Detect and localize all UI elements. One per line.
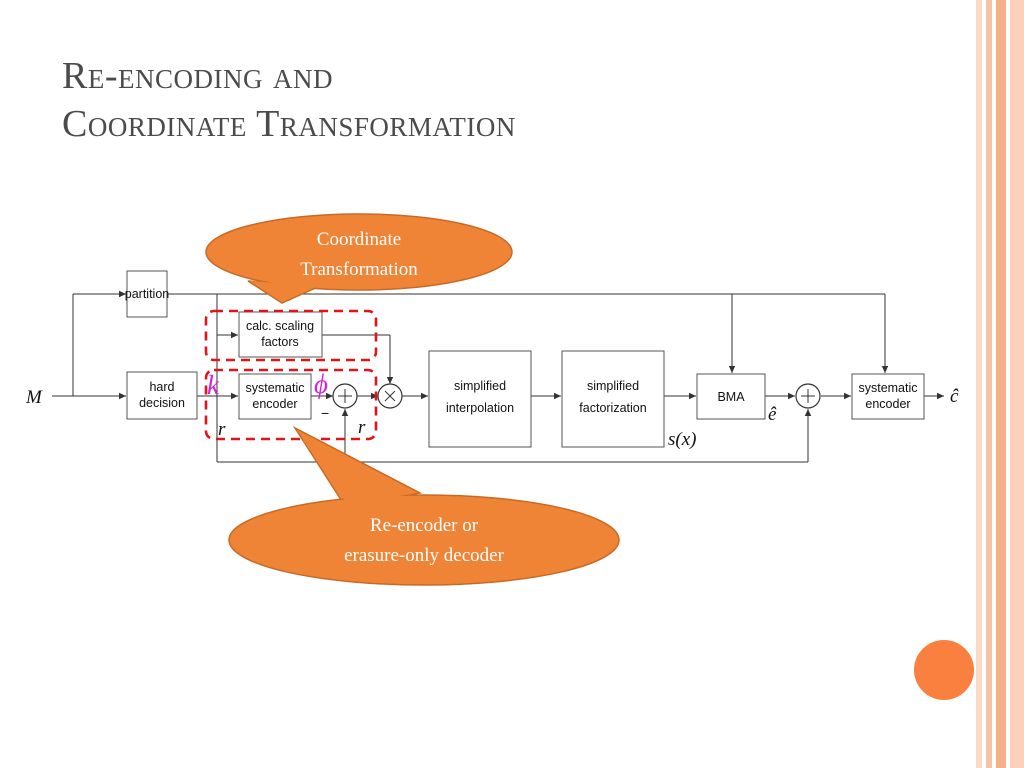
simplified-interpolation-block: simplified interpolation	[428, 350, 532, 448]
input-symbol-m: M	[25, 387, 43, 408]
symbol-phi: ϕ	[314, 369, 328, 399]
adder-left	[332, 383, 358, 409]
simplified-interpolation-label-1: simplified	[454, 379, 506, 393]
re-encoder-region	[204, 368, 378, 441]
hard-decision-label-1: hard	[149, 380, 174, 394]
callout-top-line-2: Transformation	[300, 259, 418, 280]
output-encoder-label-1: systematic	[858, 381, 917, 395]
symbol-s-of-x: s(x)	[668, 429, 696, 450]
simplified-factorization-label-2: factorization	[579, 401, 646, 415]
symbol-r-left: r	[218, 419, 226, 440]
symbol-k: k	[207, 370, 220, 400]
slide-title: Re-encoding and Coordinate Transformatio…	[62, 52, 516, 148]
bma-block: BMA	[696, 373, 766, 420]
adder-right	[795, 383, 821, 409]
coordinate-transformation-region	[204, 309, 378, 362]
symbol-r-right: r	[358, 417, 366, 438]
calc-scaling-block: calc. scaling factors	[238, 311, 323, 358]
output-systematic-encoder-block: systematic encoder	[851, 373, 925, 420]
decorative-orange-dot	[914, 640, 974, 700]
systematic-encoder-block: systematic encoder	[238, 373, 312, 420]
stripe	[976, 0, 982, 768]
systematic-encoder-label-2: encoder	[252, 397, 297, 411]
symbol-minus: −	[321, 405, 329, 421]
callout-re-encoder: Re-encoder or erasure-only decoder	[228, 426, 620, 586]
stripe	[996, 0, 1006, 768]
partition-label: partition	[125, 287, 170, 301]
calc-scaling-label-1: calc. scaling	[246, 319, 314, 333]
callout-coordinate-transformation: Coordinate Transformation	[205, 213, 513, 304]
title-line-1: Re-encoding and	[62, 55, 333, 97]
title-line-2: Coordinate Transformation	[62, 103, 516, 145]
multiplier	[377, 383, 403, 409]
calc-scaling-label-2: factors	[261, 335, 299, 349]
simplified-interpolation-label-2: interpolation	[446, 401, 514, 415]
simplified-factorization-block: simplified factorization	[561, 350, 665, 448]
bma-label: BMA	[717, 390, 745, 404]
symbol-e-hat: ê	[768, 404, 777, 425]
callout-bottom-line-2: erasure-only decoder	[344, 545, 505, 566]
partition-block: partition	[125, 270, 170, 318]
stripe	[986, 0, 992, 768]
stripe	[1010, 0, 1024, 768]
output-encoder-label-2: encoder	[865, 397, 910, 411]
systematic-encoder-label-1: systematic	[245, 381, 304, 395]
callout-top-line-1: Coordinate	[317, 229, 401, 250]
callout-bottom-line-1: Re-encoder or	[370, 515, 479, 536]
simplified-factorization-label-1: simplified	[587, 379, 639, 393]
hard-decision-block: hard decision	[126, 371, 198, 420]
hard-decision-label-2: decision	[139, 396, 185, 410]
decorative-stripes	[976, 0, 1024, 768]
symbol-c-hat: ĉ	[950, 386, 959, 407]
